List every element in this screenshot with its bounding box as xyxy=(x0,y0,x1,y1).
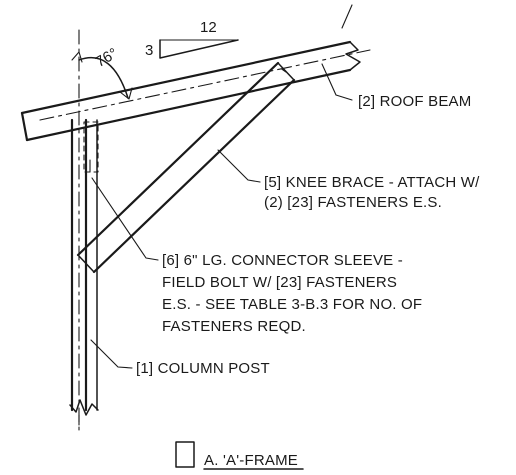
column-post xyxy=(69,29,99,431)
connector-sleeve-callout-line2: FIELD BOLT W/ [23] FASTENERS xyxy=(162,274,397,291)
drawing-title: A. 'A'-FRAME xyxy=(175,441,304,470)
drawing-title-text: A. 'A'-FRAME xyxy=(204,452,298,469)
knee-brace-callout-line1: [5] KNEE BRACE - ATTACH W/ xyxy=(264,174,480,191)
slope-indicator: 12 3 xyxy=(145,19,239,59)
connector-sleeve-callout-line3: E.S. - SEE TABLE 3-B.3 FOR NO. OF xyxy=(162,296,422,313)
connector-sleeve-callout-line4: FASTENERS REQD. xyxy=(162,318,306,335)
slope-rise-label: 3 xyxy=(145,42,153,59)
slope-run-label: 12 xyxy=(200,19,217,36)
connector-sleeve xyxy=(83,121,99,173)
column-post-callout: [1] COLUMN POST xyxy=(136,360,270,377)
connector-sleeve-callout-line1: [6] 6" LG. CONNECTOR SLEEVE - xyxy=(162,252,403,269)
angle-label: 76° xyxy=(93,45,121,71)
knee-brace xyxy=(76,61,296,274)
roof-beam xyxy=(20,4,371,142)
roof-beam-callout: [2] ROOF BEAM xyxy=(358,93,471,110)
leader-lines xyxy=(90,63,353,369)
knee-brace-callout-line2: (2) [23] FASTENERS E.S. xyxy=(264,194,442,211)
